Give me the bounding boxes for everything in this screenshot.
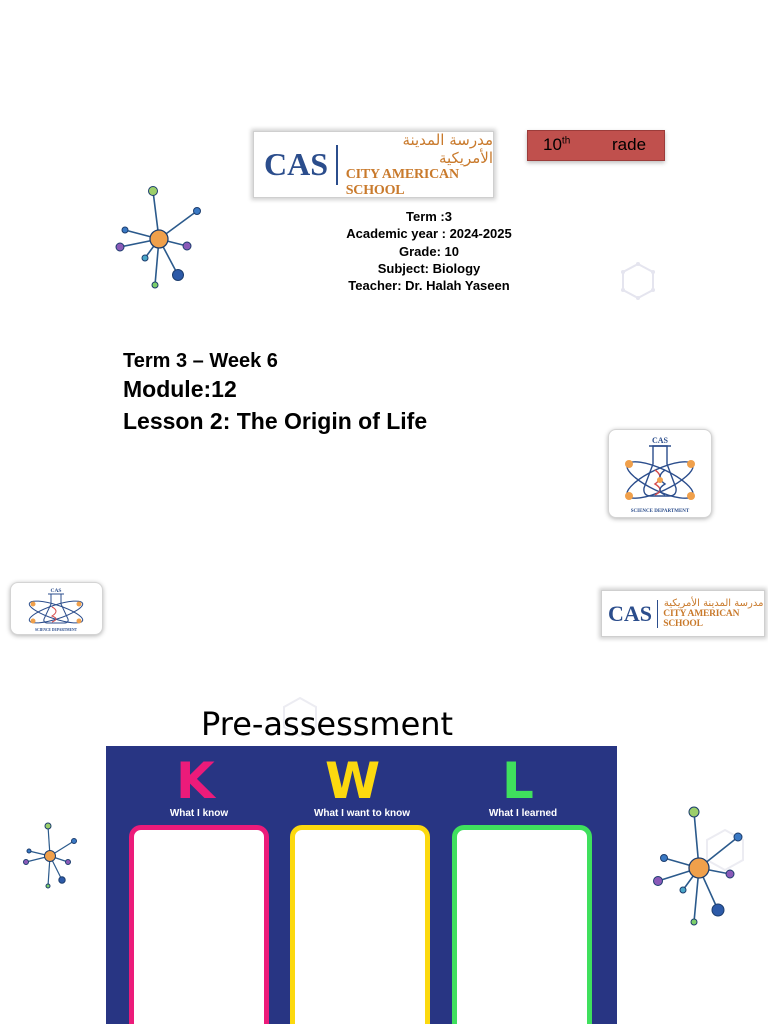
logo-cas-text: CAS <box>608 600 653 626</box>
svg-text:SCIENCE DEPARTMENT: SCIENCE DEPARTMENT <box>631 509 690 514</box>
grade-badge: 10th rade <box>527 130 665 161</box>
logo-divider <box>657 599 659 628</box>
logo-cas-text: CAS <box>264 146 329 182</box>
kwl-k-box[interactable] <box>129 825 269 1024</box>
kwl-l-caption: What I learned <box>488 808 558 819</box>
logo-divider <box>336 144 338 185</box>
term-line: Term :3 <box>406 209 452 224</box>
svg-text:CAS: CAS <box>50 588 61 594</box>
kwl-l-letter: L <box>502 752 534 810</box>
logo-text-group: مدرسة المدينة الأمريكية CITY AMERICAN SC… <box>346 131 493 199</box>
logo-text-group: مدرسة المدينة الأمريكية CITY AMERICAN SC… <box>663 598 764 629</box>
molecule-icon <box>653 806 743 926</box>
kwl-chart: K What I know W What I want to know L Wh… <box>106 746 617 1024</box>
science-department-icon: CAS SCIENCE DEPARTMENT <box>625 436 695 514</box>
kwl-w-letter: W <box>325 752 381 810</box>
hexagon-icon <box>706 828 744 872</box>
grade-line: Grade: 10 <box>399 243 459 259</box>
hexagon-icon <box>621 262 655 300</box>
science-department-badge: CAS SCIENCE DEPARTMENT <box>10 582 103 635</box>
module-heading: Module:12 <box>123 376 237 402</box>
svg-text:SCIENCE DEPARTMENT: SCIENCE DEPARTMENT <box>35 628 78 632</box>
week-heading: Term 3 – Week 6 <box>123 350 278 372</box>
lesson-title: Lesson 2: The Origin of Life <box>123 408 428 434</box>
grade-number: 10th <box>543 135 571 154</box>
molecule-icon <box>115 186 201 289</box>
science-department-icon: CAS SCIENCE DEPARTMENT <box>28 588 84 632</box>
subject-line: Subject: Biology <box>377 260 481 276</box>
molecule-icon <box>23 822 77 889</box>
logo-english-name: CITY AMERICAN SCHOOL <box>345 166 459 198</box>
kwl-k-caption: What I know <box>169 808 229 819</box>
course-info: Term :3 Academic year : 2024-2025 Grade:… <box>300 208 558 294</box>
logo-english-name: CITY AMERICAN SCHOOL <box>663 609 740 629</box>
school-logo: CAS مدرسة المدينة الأمريكية CITY AMERICA… <box>601 590 765 637</box>
logo-arabic-name: مدرسة المدينة الأمريكية <box>663 598 764 609</box>
kwl-w-box[interactable] <box>290 825 430 1024</box>
school-logo: CAS مدرسة المدينة الأمريكية CITY AMERICA… <box>253 131 494 198</box>
grade-label: rade <box>612 135 647 154</box>
kwl-l-box[interactable] <box>452 825 592 1024</box>
science-department-badge: CAS SCIENCE DEPARTMENT <box>608 429 712 518</box>
pre-assessment-title: Pre-assessment <box>201 705 454 743</box>
kwl-w-caption: What I want to know <box>313 808 411 819</box>
kwl-k-letter: K <box>176 752 215 810</box>
teacher-line: Teacher: Dr. Halah Yaseen <box>348 278 510 294</box>
hexagon-icon <box>283 696 317 738</box>
logo-arabic-name: مدرسة المدينة الأمريكية <box>402 130 493 167</box>
academic-year-line: Academic year : 2024-2025 <box>346 226 512 242</box>
svg-text:CAS: CAS <box>652 436 669 445</box>
